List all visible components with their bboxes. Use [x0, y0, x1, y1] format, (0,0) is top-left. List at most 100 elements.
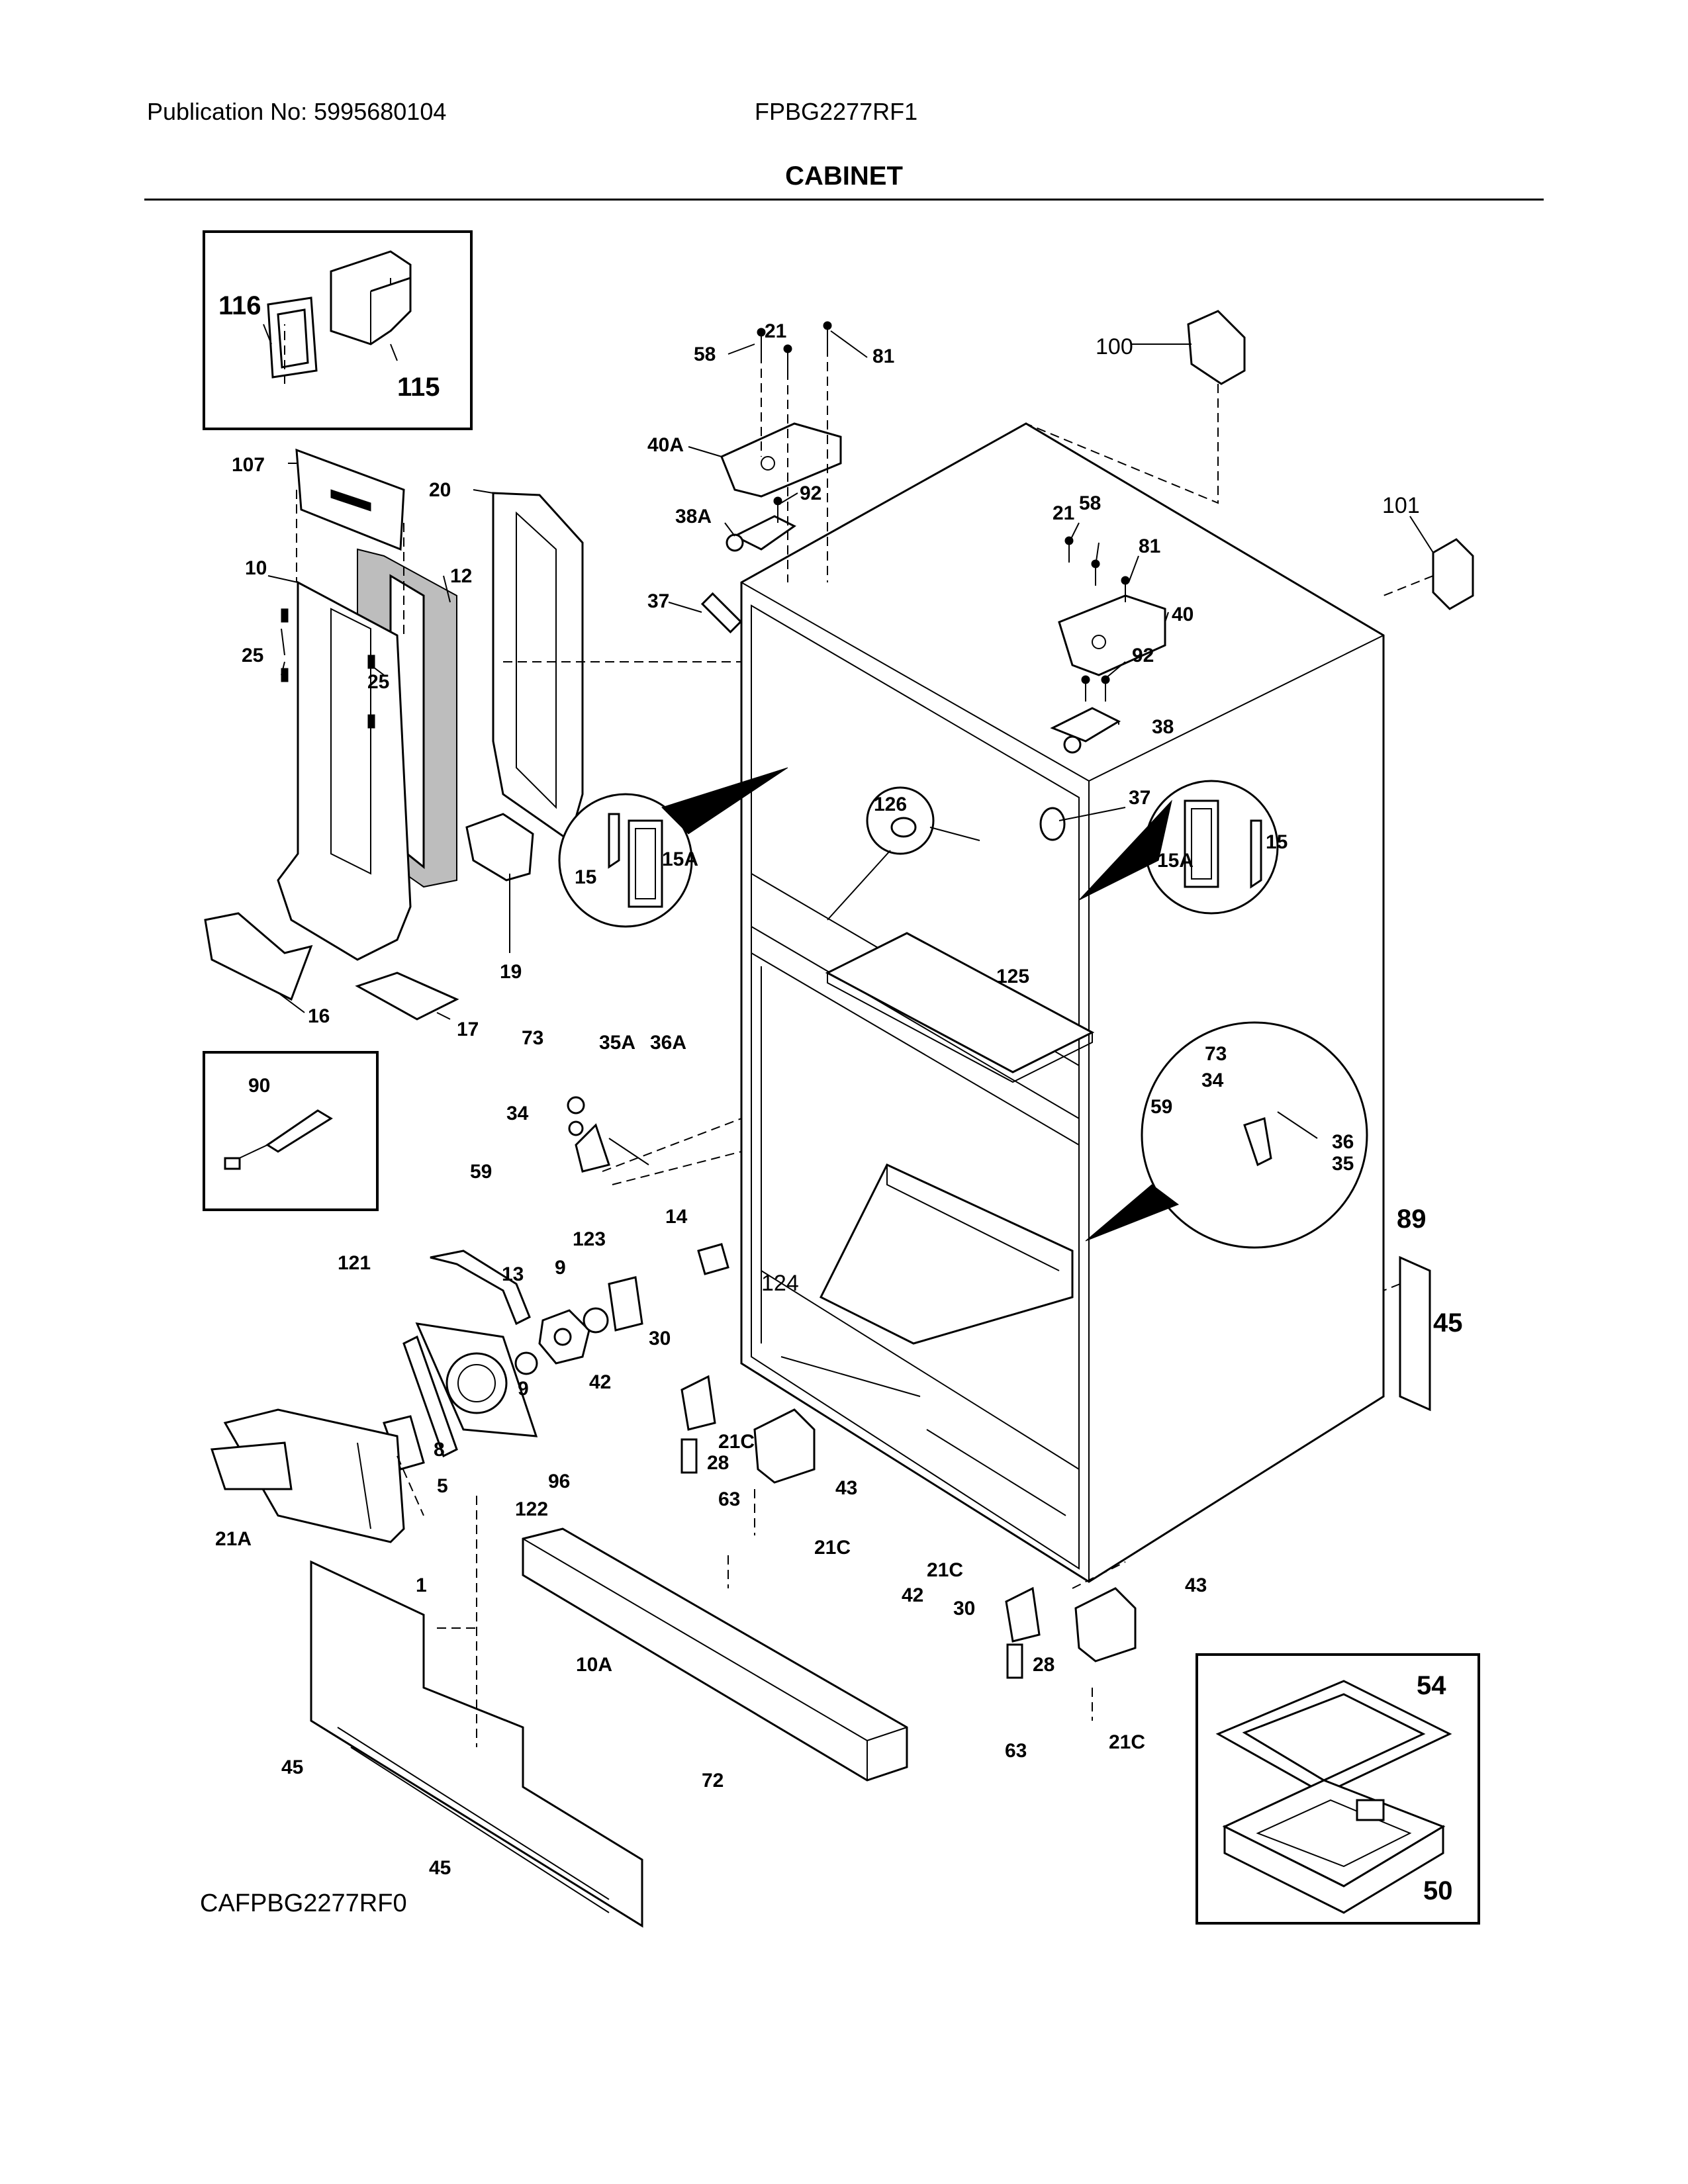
callout-121: 121 — [338, 1252, 371, 1274]
callout-9a: 9 — [555, 1257, 566, 1279]
inset-box-wire-harness — [203, 1051, 379, 1211]
callout-101: 101 — [1382, 493, 1420, 518]
inset-box-ice-chute — [203, 230, 473, 430]
callout-36: 36 — [1332, 1131, 1354, 1153]
callout-38: 38 — [1152, 716, 1174, 738]
callout-15A-right: 15A — [1157, 850, 1194, 872]
part-1-condenser-housing — [210, 1408, 405, 1543]
part-35A-hinge — [567, 1096, 649, 1173]
callout-21C-a: 21C — [718, 1431, 755, 1453]
callout-34b: 34 — [1201, 1069, 1224, 1091]
detail-circle-15A-left — [558, 767, 788, 928]
part-63-leg — [680, 1438, 1023, 1679]
section-title: CABINET — [785, 161, 903, 191]
callout-122: 122 — [515, 1498, 548, 1520]
part-17-filter — [355, 972, 459, 1021]
callout-25a: 25 — [242, 645, 263, 666]
callout-92a: 92 — [800, 482, 821, 504]
callout-100: 100 — [1096, 334, 1133, 359]
part-28-hinge-bottom — [753, 1408, 1137, 1662]
part-13-fan-motor — [538, 1309, 590, 1365]
callout-28b: 28 — [1033, 1654, 1055, 1676]
callout-63a: 63 — [718, 1488, 740, 1510]
header-rule — [144, 199, 1544, 201]
part-96-fan-shroud — [415, 1322, 538, 1437]
part-100-hinge-cap — [1187, 310, 1246, 385]
callout-10: 10 — [245, 557, 267, 579]
callout-40: 40 — [1172, 604, 1194, 625]
callout-36A: 36A — [650, 1032, 686, 1054]
callout-115: 115 — [397, 373, 440, 402]
part-107-cover — [295, 448, 405, 551]
part-16-bracket — [204, 912, 313, 1001]
callout-89: 89 — [1397, 1205, 1427, 1234]
detail-circle-126 — [827, 786, 980, 921]
callout-28a: 28 — [707, 1452, 729, 1474]
part-125-shelf — [825, 932, 1095, 1083]
part-38A-hinge — [726, 515, 796, 552]
part-20-duct — [492, 492, 584, 842]
publication-number: Publication No: 5995680104 — [147, 98, 447, 125]
callout-21C-b: 21C — [814, 1537, 851, 1559]
callout-92b: 92 — [1132, 645, 1154, 666]
callout-58a: 58 — [694, 343, 716, 365]
model-number: FPBG2277RF1 — [755, 98, 918, 125]
part-124-drawer-divider — [819, 1163, 1074, 1345]
callout-37b: 37 — [1129, 787, 1150, 809]
part-14-clip — [697, 1243, 729, 1275]
callout-45a: 45 — [281, 1756, 303, 1778]
callout-16: 16 — [308, 1005, 330, 1027]
callout-labels: 116 115 107 20 10 12 25 25 16 17 19 90 2… — [215, 291, 1463, 1905]
callout-1: 1 — [416, 1574, 427, 1596]
detail-circle-hinge-35 — [1085, 1021, 1368, 1249]
callout-63b: 63 — [1005, 1740, 1027, 1762]
callout-9b: 9 — [518, 1378, 529, 1400]
callout-126: 126 — [874, 794, 907, 815]
callout-21a: 21 — [765, 320, 786, 342]
callout-20: 20 — [429, 479, 451, 501]
callout-8: 8 — [434, 1439, 445, 1461]
part-37-plug — [700, 592, 743, 634]
callout-81a: 81 — [872, 345, 894, 367]
part-121-bracket — [430, 1250, 531, 1326]
callout-12: 12 — [450, 565, 472, 587]
callout-125: 125 — [996, 966, 1029, 987]
callout-45b: 45 — [429, 1857, 451, 1879]
callout-5: 5 — [437, 1475, 448, 1497]
callout-15-right: 15 — [1266, 831, 1288, 853]
callout-30a: 30 — [649, 1328, 671, 1349]
callout-21A: 21A — [215, 1528, 252, 1550]
callout-54: 54 — [1417, 1671, 1446, 1700]
callout-10A: 10A — [576, 1654, 612, 1676]
callout-35: 35 — [1332, 1153, 1354, 1175]
cabinet-shell — [740, 422, 1385, 1583]
part-10-freezer-duct — [277, 580, 412, 961]
callout-15A-left: 15A — [662, 848, 698, 870]
callout-116: 116 — [218, 291, 261, 320]
callout-40A: 40A — [647, 434, 684, 456]
part-122-bracket — [402, 1335, 458, 1458]
part-101-hinge-cap — [1432, 538, 1474, 610]
part-50-control-box — [1222, 1779, 1446, 1914]
callout-123: 123 — [573, 1228, 606, 1250]
part-19-damper — [465, 813, 534, 882]
callout-17: 17 — [457, 1019, 479, 1040]
callout-124: 124 — [761, 1271, 799, 1296]
part-116-gasket-frame — [267, 296, 318, 379]
part-54-board-cover — [1215, 1680, 1452, 1795]
callout-72: 72 — [702, 1770, 724, 1792]
callout-21b: 21 — [1053, 502, 1074, 524]
callout-50: 50 — [1423, 1876, 1453, 1905]
callout-38A: 38A — [675, 506, 712, 527]
part-9-grommet — [514, 1307, 609, 1375]
part-37-plug-right — [1039, 807, 1066, 841]
callout-59a: 59 — [470, 1161, 492, 1183]
callout-45c: 45 — [1433, 1308, 1463, 1338]
callout-107: 107 — [232, 454, 265, 476]
callout-73b: 73 — [1205, 1043, 1227, 1065]
part-90-wire-harness — [224, 1109, 333, 1170]
callout-14: 14 — [665, 1206, 688, 1228]
callout-42b: 42 — [902, 1584, 923, 1606]
inset-box-control-board — [1196, 1653, 1480, 1925]
